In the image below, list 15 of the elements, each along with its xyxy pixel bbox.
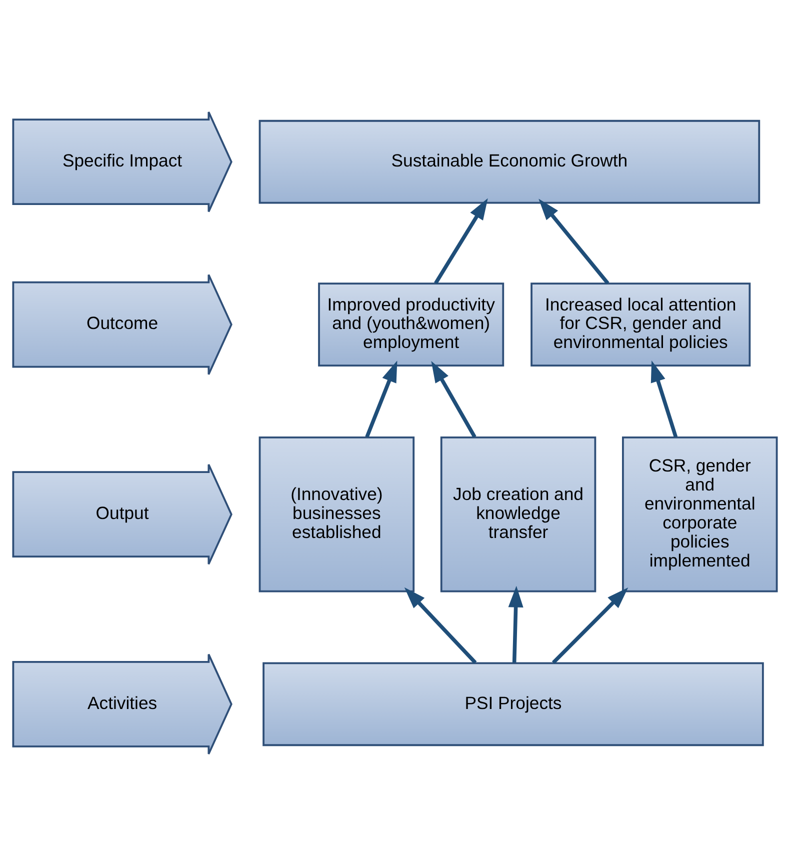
node-box: CSR, gender and environmental corporate policies implemented (622, 436, 778, 592)
arrow (434, 198, 488, 284)
node-box: Sustainable Economic Growth (258, 120, 760, 204)
node-box: Increased local attention for CSR, gender and environmental policies (530, 282, 751, 366)
arrow (404, 587, 477, 664)
arrow (508, 586, 524, 663)
node-box: Improved productivity and (youth&women) employment (318, 282, 504, 366)
arrow (431, 361, 476, 438)
arrow (538, 198, 610, 284)
node-box: PSI Projects (262, 662, 764, 746)
arrow (552, 588, 628, 664)
arrow (365, 360, 398, 438)
node-box: (Innovative) businesses established (258, 436, 415, 592)
node-box: Job creation and knowledge transfer (440, 436, 596, 592)
arrow (650, 360, 678, 438)
